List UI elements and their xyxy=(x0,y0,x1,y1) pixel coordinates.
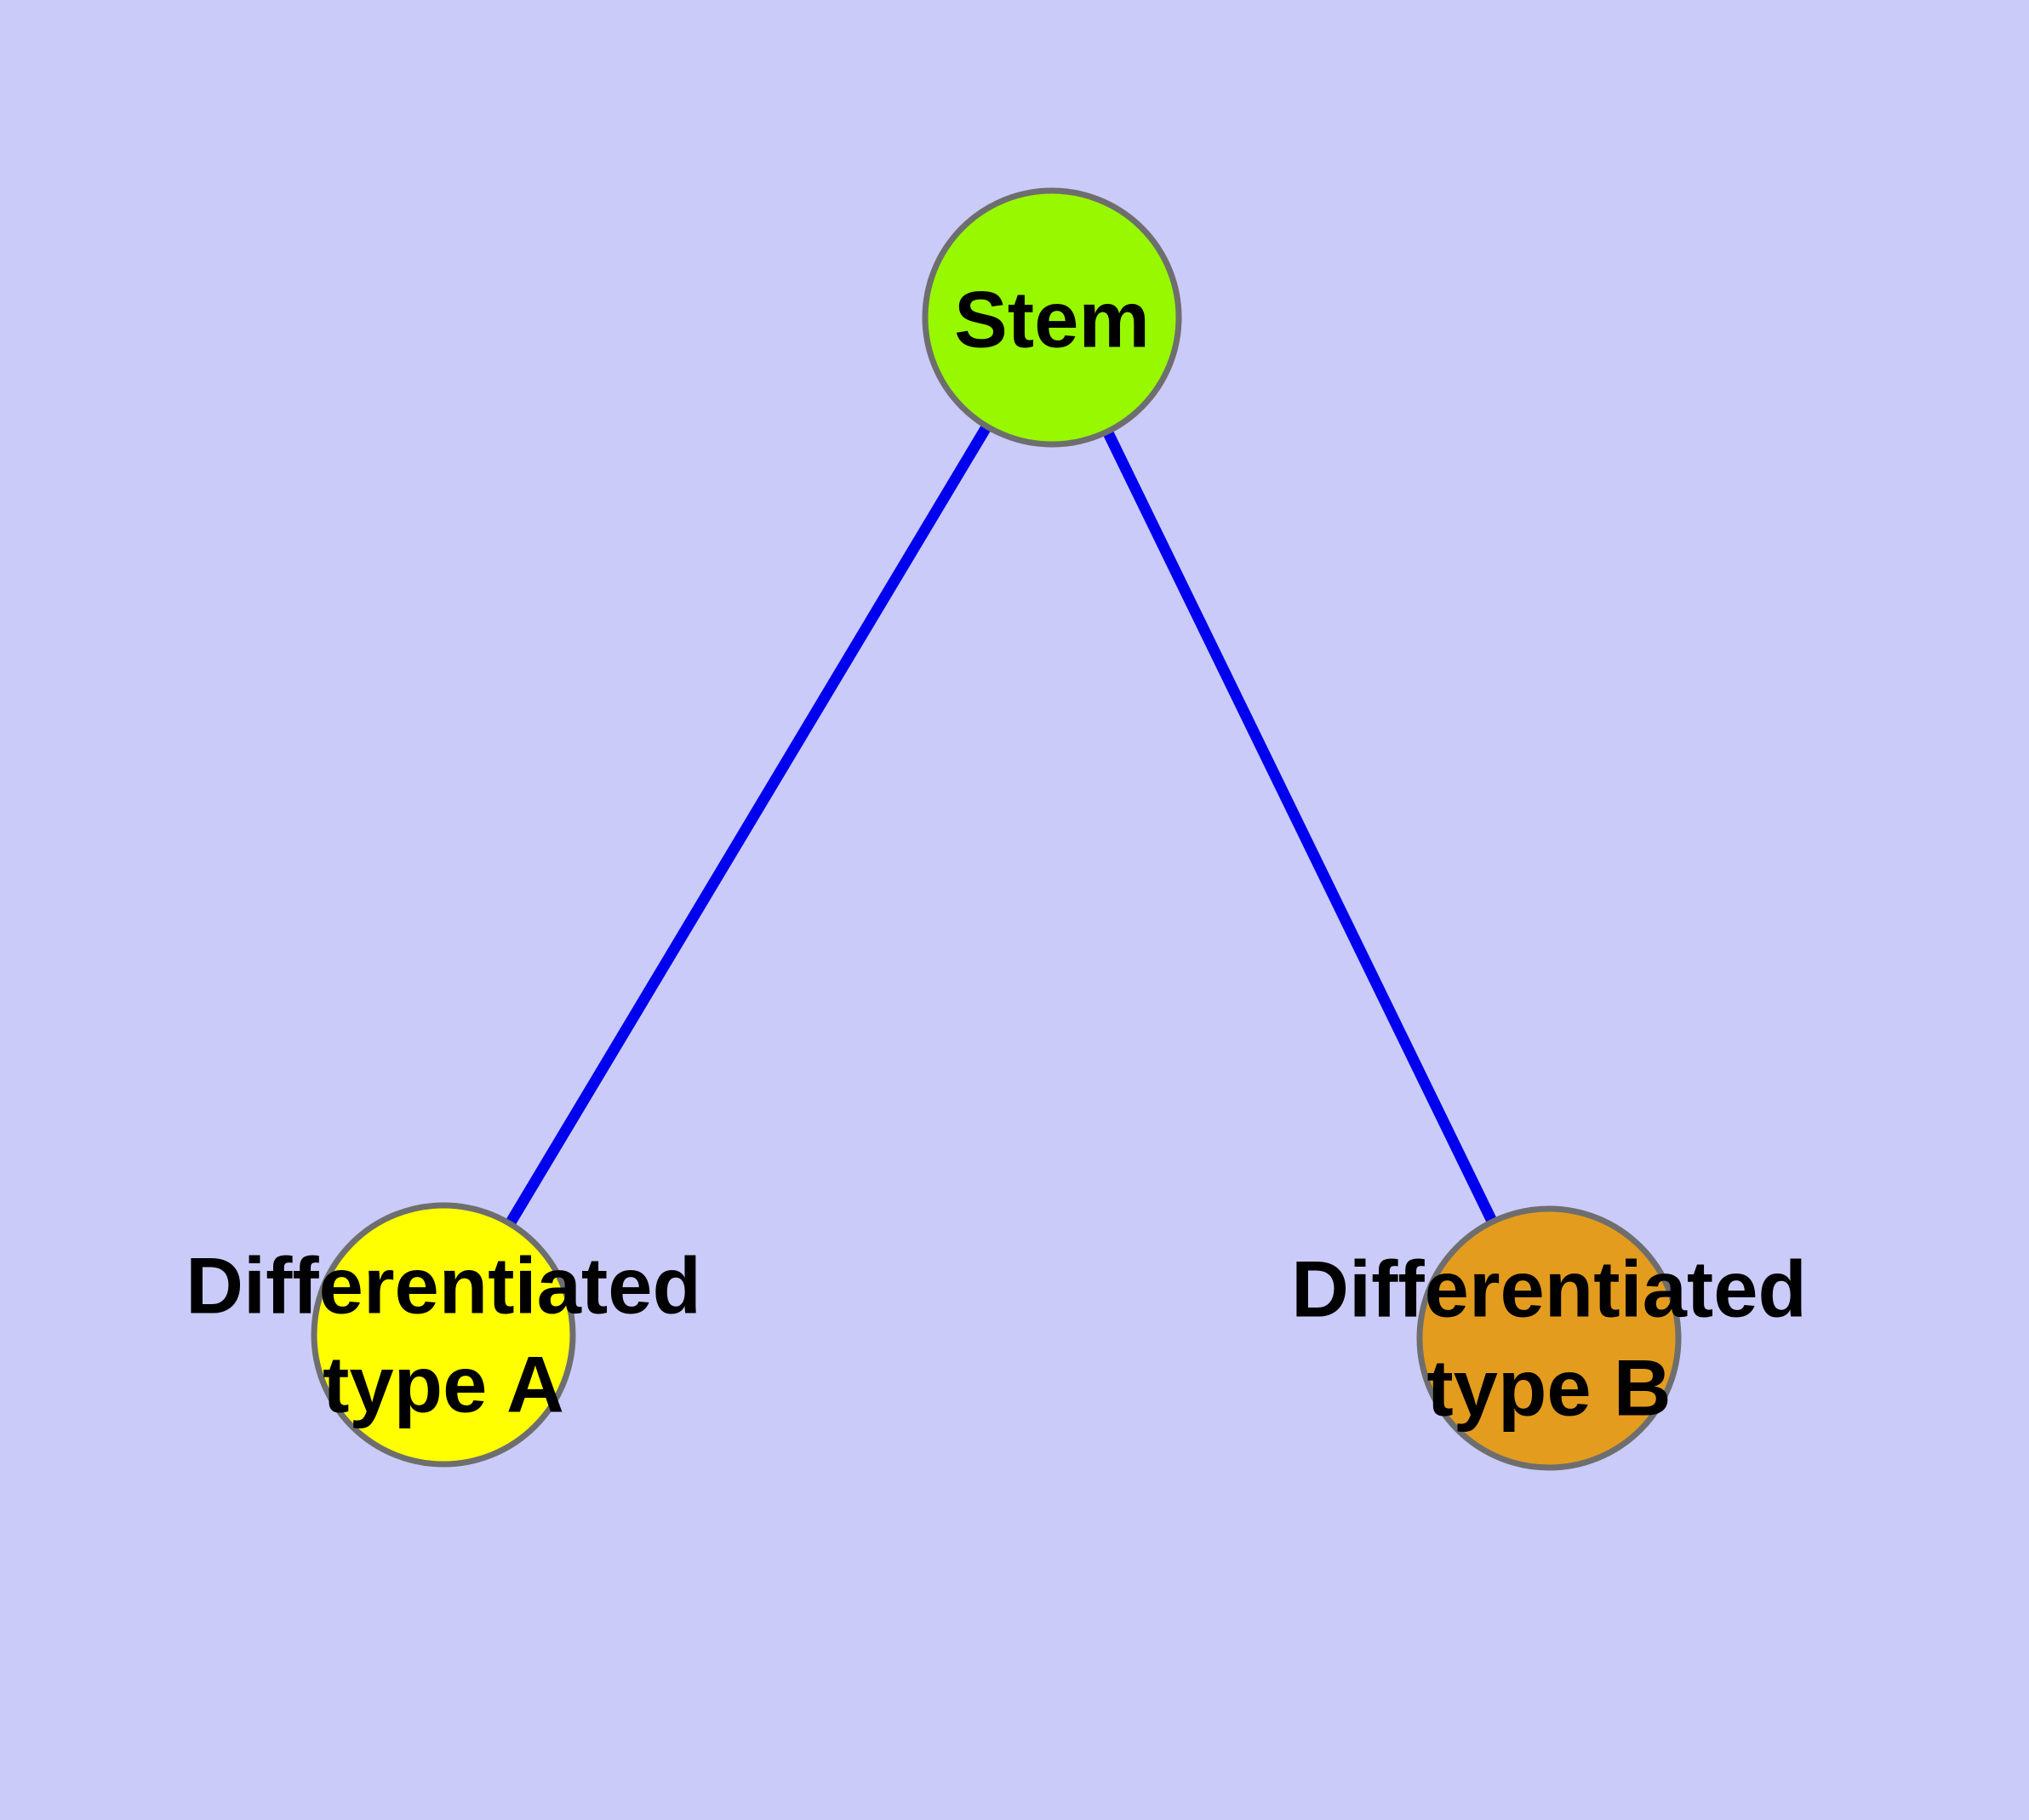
node-type-b-label-line2: type B xyxy=(1426,1343,1671,1433)
node-differentiated-type-a-circle xyxy=(311,1202,576,1468)
node-type-a-label-line1: Differentiated xyxy=(186,1241,701,1331)
node-differentiated-type-b-circle xyxy=(1416,1205,1682,1471)
edge-stem-to-type-a xyxy=(438,314,1057,1338)
node-stem-circle xyxy=(922,187,1182,448)
edge-stem-to-type-b xyxy=(1047,315,1554,1341)
node-type-b-label-line1: Differentiated xyxy=(1291,1245,1807,1334)
node-type-a-label-line2: type A xyxy=(323,1340,564,1429)
node-stem-label: Stem xyxy=(954,275,1150,364)
